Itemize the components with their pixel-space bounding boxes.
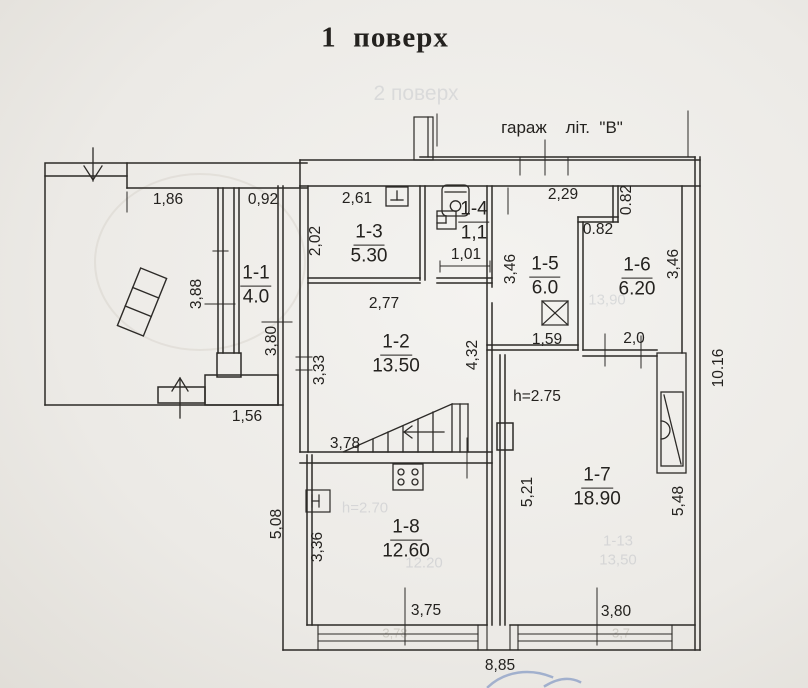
room-1-4-label: 1-4 1,1: [458, 199, 490, 245]
room-1-5-label: 1-5 6.0: [529, 254, 561, 300]
room-1-3-label: 1-3 5.30: [350, 222, 388, 268]
entrance-arrow-top-icon: [83, 147, 103, 182]
dim-3-36: 3,36: [309, 531, 326, 563]
dim-0-92: 0,92: [247, 191, 279, 208]
room-1-5-number: 1-5: [529, 254, 561, 278]
dim-0-82-v: 0.82: [618, 184, 635, 216]
dim-5-21: 5,21: [519, 476, 536, 508]
dim-2-29: 2,29: [547, 186, 579, 203]
room-1-2-area: 13.50: [372, 355, 420, 377]
room-1-7-number: 1-7: [581, 465, 613, 489]
ghost-text: 1-13: [602, 532, 634, 550]
room-1-6-label: 1-6 6.20: [618, 255, 656, 301]
room-1-5-area: 6.0: [531, 277, 559, 299]
room-1-8-number: 1-8: [390, 517, 422, 541]
dim-3-46-left: 3,46: [502, 253, 519, 285]
ghost-text: 3,78: [382, 625, 408, 641]
dim-4-32: 4,32: [464, 339, 481, 371]
page-title: 1 поверх: [321, 21, 449, 54]
sink-icon: [385, 186, 409, 207]
garage-note: гараж літ. "В": [501, 118, 623, 137]
ghost-text: 2 поверх: [373, 82, 459, 105]
room-1-7-label: 1-7 18.90: [573, 465, 621, 511]
washbasin-icon: [436, 210, 457, 230]
vent-window-icon: [541, 300, 569, 326]
dim-2-77: 2,77: [368, 295, 400, 312]
dim-1-01: 1,01: [450, 246, 482, 263]
room-1-6-number: 1-6: [621, 255, 653, 279]
room-1-4-number: 1-4: [458, 199, 490, 223]
dim-1-59: 1,59: [531, 331, 563, 348]
dim-5-08: 5,08: [268, 508, 285, 540]
dim-8-85: 8,85: [484, 657, 516, 674]
room-1-1-area: 4.0: [242, 286, 270, 308]
yard-walls: [44, 162, 308, 651]
room-1-8-area: 12.60: [382, 540, 430, 562]
room-1-8-label: 1-8 12.60: [382, 517, 430, 563]
room-1-1-number: 1-1: [240, 263, 272, 287]
dim-3-46-right: 3,46: [665, 248, 682, 280]
wardrobe-boiler-icon: [656, 352, 687, 474]
room-1-6-area: 6.20: [618, 278, 656, 300]
dimension-ticks: [126, 110, 689, 646]
ceiling-height-note: h=2.75: [513, 388, 561, 405]
room-1-2-number: 1-2: [380, 332, 412, 356]
dim-3-78: 3,78: [329, 435, 361, 452]
dim-1-86: 1,86: [152, 191, 184, 208]
dim-3-80: 3,80: [263, 325, 280, 357]
house-outer-walls: [282, 116, 701, 651]
dim-2-02: 2,02: [307, 225, 324, 257]
dim-2-61: 2,61: [341, 190, 373, 207]
windows: [212, 250, 673, 651]
radiator-icon: [305, 489, 331, 513]
interior-walls: [299, 185, 658, 626]
tilted-screen-icon: [116, 267, 168, 337]
ghost-text: 3,7: [611, 625, 631, 641]
dim-3-33: 3,33: [311, 354, 328, 386]
room-1-7-area: 18.90: [573, 488, 621, 510]
dim-2-0: 2,0: [623, 330, 645, 347]
ghost-text: 12.20: [405, 554, 443, 572]
ghost-text: h=2.70: [341, 499, 389, 517]
stove-icon: [392, 463, 424, 491]
staircase: [342, 403, 469, 453]
dim-3-88: 3,88: [188, 278, 205, 310]
dim-10-16: 10.16: [710, 348, 727, 388]
room-1-3-area: 5.30: [350, 245, 388, 267]
stamp-mark: [486, 670, 582, 688]
dim-3-80-window: 3,80: [600, 603, 632, 620]
entrance-arrow-bottom-icon: [171, 376, 189, 419]
ghost-text: 13,50: [599, 551, 637, 569]
dim-0-82-h: 0.82: [582, 221, 614, 238]
paper-smudge: [94, 173, 306, 351]
ghost-text: 13,90: [588, 291, 626, 309]
dim-5-48: 5,48: [670, 485, 687, 517]
stair-direction-arrow-icon: [403, 425, 445, 439]
room-1-4-area: 1,1: [460, 222, 488, 244]
room-1-2-label: 1-2 13.50: [372, 332, 420, 378]
room-1-3-number: 1-3: [353, 222, 385, 246]
room-1-1-label: 1-1 4.0: [240, 263, 272, 309]
dim-1-56: 1,56: [231, 408, 263, 425]
dim-3-75-window: 3,75: [410, 602, 442, 619]
